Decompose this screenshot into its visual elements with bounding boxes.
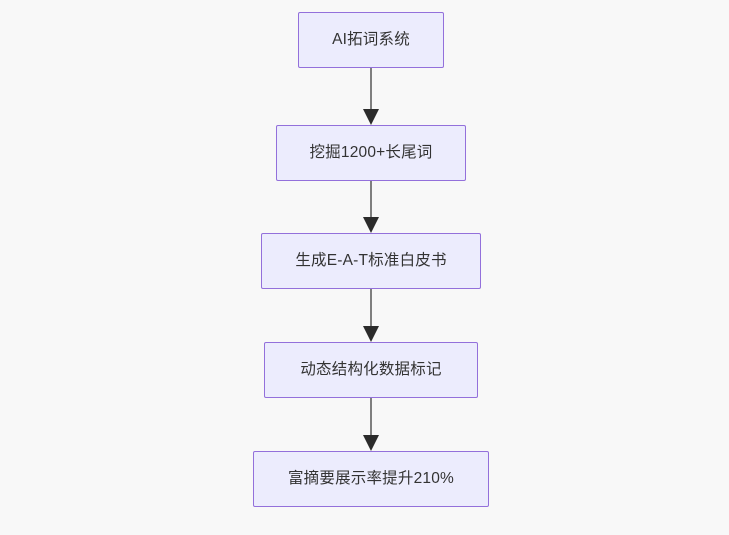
edge-arrowhead-3 xyxy=(363,326,379,342)
edge-arrowhead-4 xyxy=(363,435,379,451)
edge-arrowhead-1 xyxy=(363,109,379,125)
node-mine-longtail-keywords[interactable]: 挖掘1200+长尾词 xyxy=(276,125,466,181)
edge-arrowhead-2 xyxy=(363,217,379,233)
node-ai-keyword-system[interactable]: AI拓词系统 xyxy=(298,12,444,68)
node-generate-eat-whitepaper[interactable]: 生成E-A-T标准白皮书 xyxy=(261,233,481,289)
node-dynamic-structured-data[interactable]: 动态结构化数据标记 xyxy=(264,342,478,398)
node-rich-snippet-uplift[interactable]: 富摘要展示率提升210% xyxy=(253,451,489,507)
node-label-rich-snippet-uplift: 富摘要展示率提升210% xyxy=(287,469,455,487)
node-label-generate-eat-whitepaper: 生成E-A-T标准白皮书 xyxy=(295,251,447,269)
node-label-mine-longtail-keywords: 挖掘1200+长尾词 xyxy=(309,143,433,161)
node-label-ai-keyword-system: AI拓词系统 xyxy=(332,30,410,48)
node-label-dynamic-structured-data: 动态结构化数据标记 xyxy=(300,360,442,378)
